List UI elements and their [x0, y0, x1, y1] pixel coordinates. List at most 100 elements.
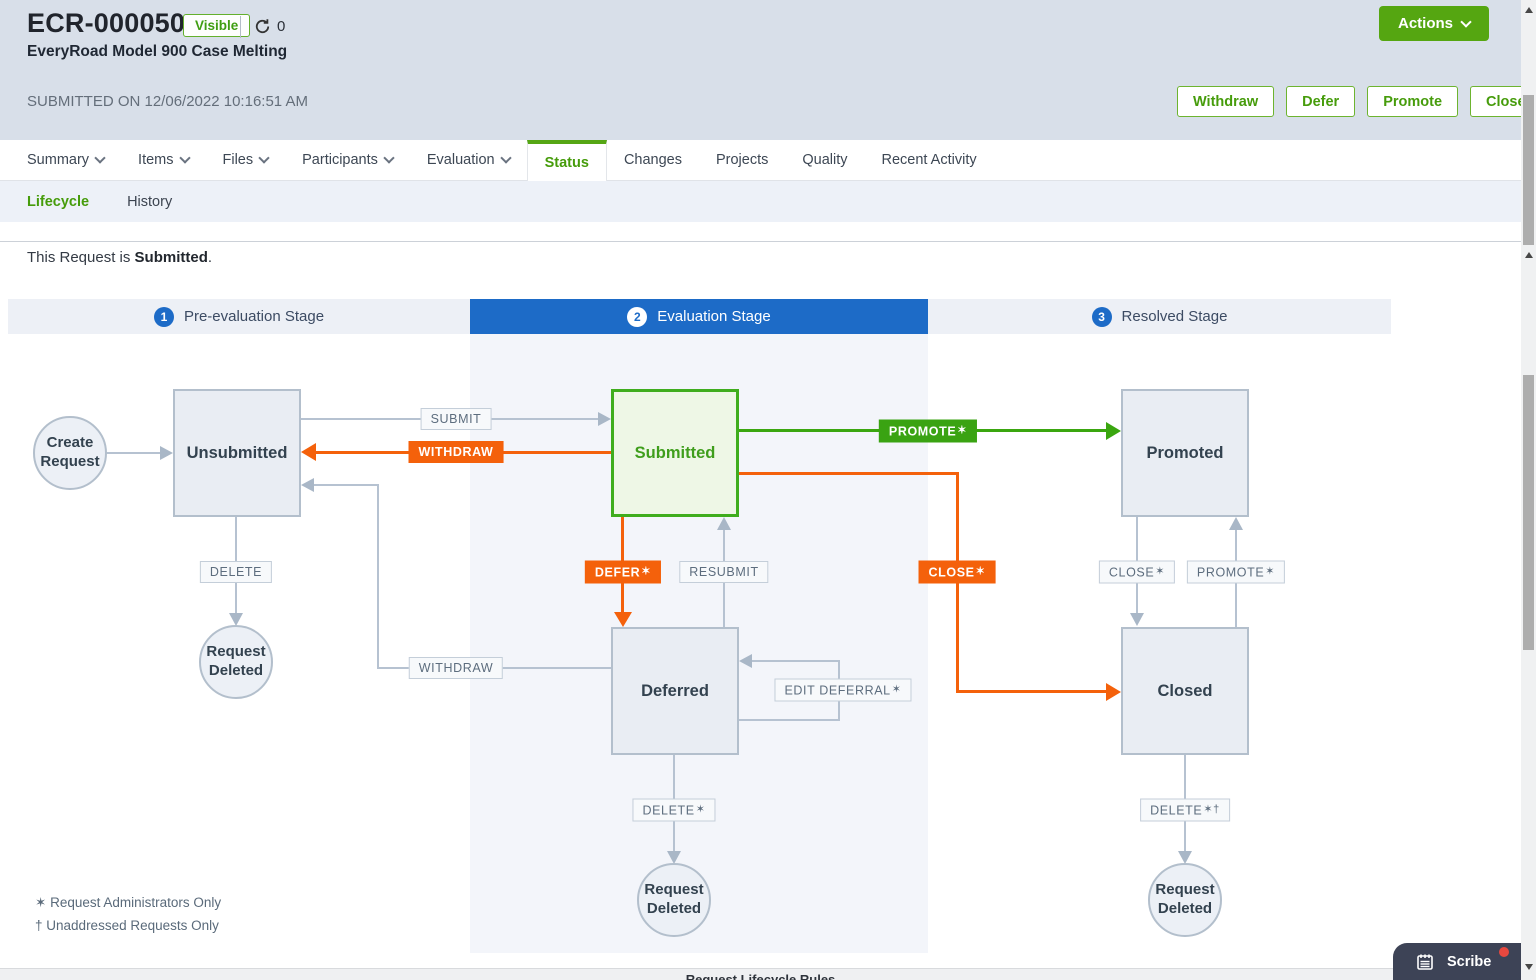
content-divider — [0, 241, 1521, 242]
transition-label: CLOSE — [928, 565, 975, 580]
transition-close-resolved: CLOSE✶ — [1098, 560, 1176, 584]
tab-participants[interactable]: Participants — [285, 140, 410, 180]
admin-only-marker: ✶ — [695, 803, 706, 816]
withdraw-button[interactable]: Withdraw — [1177, 86, 1275, 117]
transition-label: WITHDRAW — [418, 661, 494, 675]
tab-projects[interactable]: Projects — [699, 140, 785, 180]
subtab-lifecycle[interactable]: Lifecycle — [27, 193, 90, 210]
revision-count: 0 — [277, 18, 286, 35]
tab-summary[interactable]: Summary — [10, 140, 121, 180]
status-suffix: . — [207, 249, 213, 266]
admin-only-marker: ✶ — [975, 565, 986, 578]
tab-items[interactable]: Items — [121, 140, 205, 180]
tab-quality[interactable]: Quality — [785, 140, 864, 180]
stage-number: 3 — [1091, 306, 1112, 327]
arrowhead — [667, 851, 681, 864]
arrowhead — [739, 654, 752, 668]
transition-close: CLOSE✶ — [918, 560, 996, 584]
transition-edit-deferral: EDIT DEFERRAL✶ — [774, 678, 912, 702]
visibility-badge[interactable]: Visible — [183, 14, 251, 37]
transition-label: EDIT DEFERRAL — [784, 683, 891, 698]
tab-files[interactable]: Files — [206, 140, 286, 180]
transition-label: SUBMIT — [430, 412, 482, 426]
actions-button[interactable]: Actions — [1379, 6, 1489, 41]
tab-label: Items — [138, 152, 174, 168]
stage-label: Evaluation Stage — [657, 308, 771, 325]
tab-label: Changes — [623, 152, 682, 168]
transition-defer: DEFER✶ — [584, 560, 662, 584]
tab-label: Projects — [715, 152, 769, 168]
node-promoted: Promoted — [1121, 389, 1249, 517]
arrowhead — [1178, 851, 1192, 864]
request-id: ECR-000050 — [27, 8, 186, 38]
stage-bar-pre-evaluation: 1 Pre-evaluation Stage — [8, 299, 470, 334]
tab-recent-activity[interactable]: Recent Activity — [865, 140, 994, 180]
node-request-deleted: Request Deleted — [637, 863, 711, 937]
revisions-indicator[interactable]: 0 — [254, 18, 285, 35]
header-divider — [240, 16, 241, 38]
node-submitted-current: Submitted — [611, 389, 739, 517]
notification-dot — [1499, 947, 1509, 957]
stage-number: 2 — [627, 306, 648, 327]
node-request-deleted: Request Deleted — [199, 625, 273, 699]
chevron-down-icon — [178, 152, 191, 164]
footnote-marker: ✶ — [35, 895, 47, 910]
connector-line — [739, 719, 840, 721]
transition-resubmit: RESUBMIT — [679, 561, 769, 583]
connector-line — [106, 452, 161, 454]
tab-label: Status — [544, 154, 589, 171]
node-unsubmitted: Unsubmitted — [173, 389, 301, 517]
arrowhead — [1130, 613, 1144, 626]
arrowhead — [229, 613, 243, 626]
transition-label: DELETE — [1150, 803, 1203, 818]
stage-label: Resolved Stage — [1121, 308, 1228, 325]
arrowhead — [717, 517, 731, 530]
scroll-up-icon[interactable] — [1524, 252, 1533, 258]
transition-label: PROMOTE — [888, 424, 957, 439]
scrollbar-thumb[interactable] — [1523, 375, 1534, 650]
stage-label: Pre-evaluation Stage — [183, 308, 325, 325]
arrowhead — [614, 612, 632, 627]
transition-label: RESUBMIT — [689, 565, 759, 579]
scroll-up-icon[interactable] — [1524, 7, 1533, 13]
defer-button[interactable]: Defer — [1286, 86, 1356, 117]
lifecycle-diagram: 1 Pre-evaluation Stage 2 Evaluation Stag… — [8, 299, 1391, 959]
status-value: Submitted — [134, 249, 208, 266]
transition-delete-deferred: DELETE✶ — [632, 798, 716, 822]
admin-only-marker: ✶ — [891, 683, 902, 696]
stage-bar-resolved: 3 Resolved Stage — [928, 299, 1391, 334]
connector-line — [313, 484, 379, 486]
connector-line — [377, 484, 379, 669]
transition-withdraw-deferred: WITHDRAW — [408, 657, 504, 679]
connector-line — [751, 660, 840, 662]
transition-label: CLOSE — [1108, 565, 1155, 580]
promote-button[interactable]: Promote — [1367, 86, 1459, 117]
subtab-history[interactable]: History — [127, 193, 173, 210]
node-request-deleted: Request Deleted — [1148, 863, 1222, 937]
transition-promote-resolved: PROMOTE✶ — [1186, 560, 1286, 584]
scrollbar[interactable] — [1521, 0, 1536, 980]
transition-submit: SUBMIT — [420, 408, 492, 430]
chevron-down-icon — [383, 152, 395, 164]
transition-label: DELETE — [642, 803, 695, 818]
tab-changes[interactable]: Changes — [607, 140, 699, 180]
close-button[interactable]: Close — [1470, 86, 1536, 117]
footnote-marker: † — [35, 918, 43, 933]
lifecycle-rules-title: Request Lifecycle Rules — [685, 972, 836, 980]
admin-only-marker: ✶ — [1265, 565, 1276, 578]
chevron-down-icon — [258, 152, 270, 164]
node-deferred: Deferred — [611, 627, 739, 755]
scrollbar-thumb[interactable] — [1523, 95, 1534, 245]
admin-only-marker: ✶ — [641, 565, 652, 578]
tab-evaluation[interactable]: Evaluation — [410, 140, 527, 180]
scroll-down-icon[interactable] — [1524, 964, 1533, 970]
transition-delete: DELETE — [199, 561, 273, 583]
transition-promote: PROMOTE✶ — [878, 419, 978, 443]
arrowhead — [301, 478, 314, 492]
request-header: ECR-000050 Visible 0 EveryRoad Model 900… — [0, 0, 1536, 140]
arrowhead — [598, 412, 611, 426]
arrowhead — [1106, 683, 1121, 701]
tab-status[interactable]: Status — [526, 140, 607, 181]
footnote-text: Request Administrators Only — [50, 895, 222, 910]
tab-label: Quality — [802, 152, 848, 168]
